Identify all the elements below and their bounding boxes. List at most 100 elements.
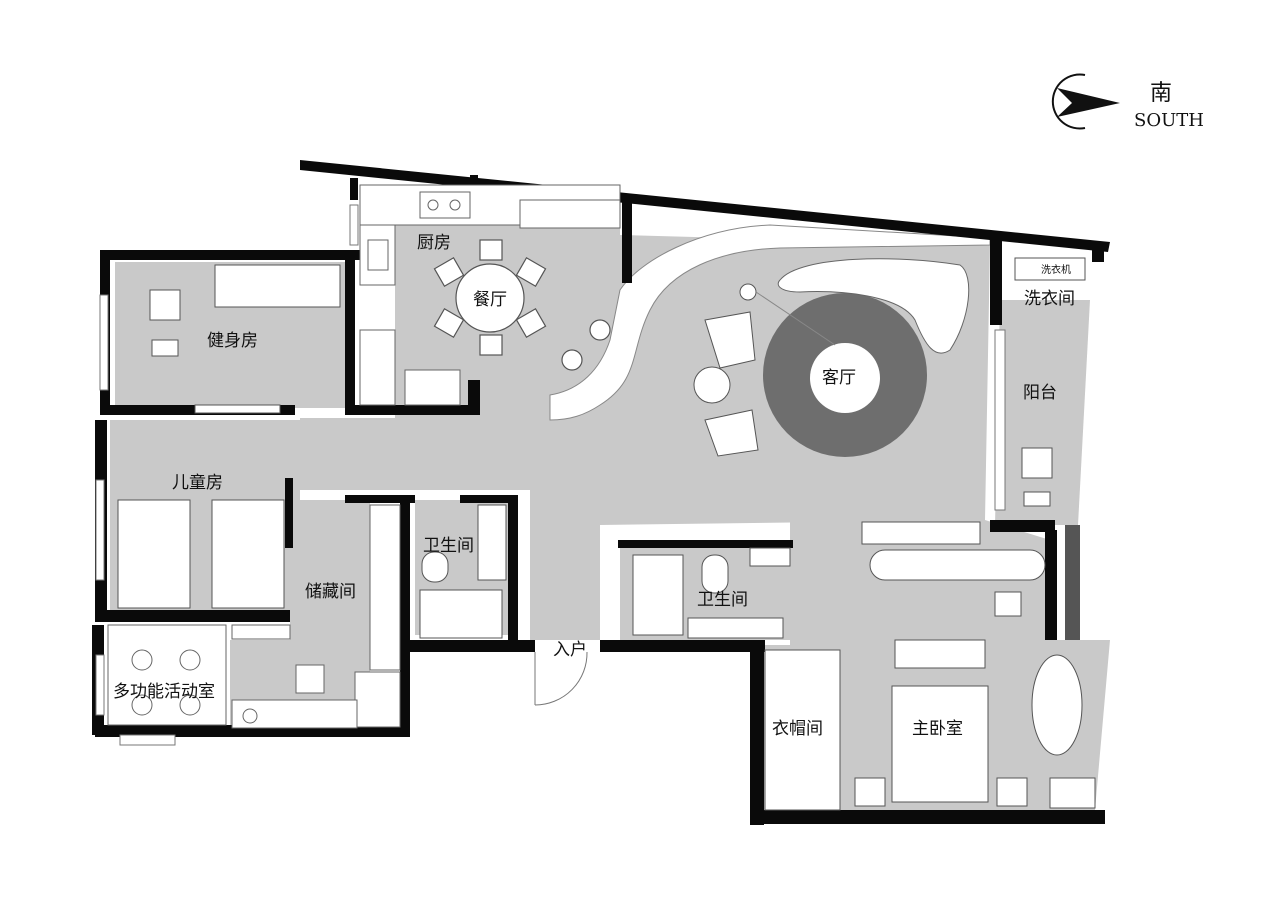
label-laundry: 洗衣间 — [1024, 289, 1075, 309]
master-cabinet — [1049, 777, 1096, 809]
dining-chair-icon — [515, 308, 547, 338]
side-table-icon — [994, 591, 1022, 617]
bathtub-icon — [1031, 654, 1083, 756]
gym-equipment — [149, 264, 341, 414]
wall-kitchen-stub — [468, 380, 480, 415]
compass: 南 SOUTH — [1051, 73, 1204, 131]
chair-icon — [242, 708, 258, 724]
walls — [92, 160, 1110, 825]
storage-furniture — [107, 504, 401, 729]
wall-laundry-left — [990, 240, 1002, 325]
storage-cabinet — [354, 671, 401, 728]
wall-bath1-top — [460, 495, 515, 503]
exercise-bike-icon — [1021, 447, 1053, 479]
multi-shelf — [231, 624, 291, 640]
compass-direction-en: SOUTH — [1134, 110, 1204, 131]
balcony-floor — [995, 300, 1090, 525]
entry-door — [534, 651, 588, 706]
fridge-icon — [404, 369, 461, 406]
label-living: 客厅 — [822, 368, 856, 388]
exercise-bike-icon — [149, 289, 181, 321]
label-kids-room: 儿童房 — [172, 473, 223, 493]
stool-icon — [561, 349, 583, 371]
compass-arc — [1051, 73, 1086, 130]
bathroom-1-fixtures — [419, 504, 507, 639]
stool-icon — [589, 319, 611, 341]
wall-gym-right — [345, 250, 355, 410]
windows — [95, 204, 1006, 746]
wardrobe — [764, 649, 841, 811]
living-furniture — [693, 258, 970, 457]
wall-kitchen-left-top — [350, 178, 358, 200]
coffee-table — [810, 343, 880, 413]
storage-shelf — [369, 504, 401, 671]
kids-bed-1 — [117, 499, 191, 609]
wall-kids-right — [285, 478, 293, 548]
master-shelf — [861, 521, 981, 545]
wall-cloak-left — [750, 640, 764, 825]
kids-furniture — [117, 499, 285, 609]
wall-top — [300, 160, 1110, 252]
wall-bath1-right — [508, 495, 518, 645]
chair-icon — [295, 664, 325, 694]
gym-shelf — [194, 404, 281, 414]
master-bed — [891, 685, 989, 803]
wall-kids-bottom — [95, 610, 290, 622]
kids-bed-2 — [211, 499, 285, 609]
kitchen-cabinet — [519, 199, 621, 229]
window-kids — [95, 479, 105, 581]
exercise-bike-pedal — [151, 339, 179, 357]
shower-icon — [632, 554, 684, 636]
wall-storage-right — [400, 495, 410, 735]
label-master-bedroom: 主卧室 — [912, 719, 963, 739]
label-washer: 洗衣机 — [1041, 263, 1071, 276]
label-entry: 入户 — [553, 640, 587, 660]
label-bathroom-1: 卫生间 — [423, 536, 474, 556]
gym-bench — [214, 264, 341, 308]
master-furniture — [764, 521, 1096, 811]
stool-icon — [179, 694, 201, 716]
balcony-fixtures — [1014, 257, 1086, 507]
armchair-icon — [704, 409, 759, 457]
stool-icon — [131, 694, 153, 716]
label-cloakroom: 衣帽间 — [772, 719, 823, 739]
dining-set — [433, 239, 611, 371]
wall-storage-top — [345, 495, 415, 503]
label-bathroom-2: 卫生间 — [697, 590, 748, 610]
play-area — [107, 624, 227, 726]
dining-table — [455, 263, 525, 333]
stool-icon — [179, 649, 201, 671]
wall-bath1-bottom — [410, 640, 535, 652]
label-gym: 健身房 — [207, 331, 258, 351]
wall-master-pillar — [1065, 525, 1080, 640]
wall-gym-top — [100, 250, 360, 260]
wall-laundry-corner — [1092, 250, 1104, 262]
compass-arrow-icon — [1057, 88, 1120, 117]
lamp-arm — [755, 291, 836, 346]
entry-door-swing — [534, 651, 588, 706]
wall-kitchen-divider — [622, 198, 632, 283]
dining-chair-icon — [433, 257, 465, 287]
window-multi — [95, 654, 105, 716]
sink-icon — [367, 239, 389, 271]
toilet-icon — [701, 554, 729, 594]
curved-sofa — [777, 258, 970, 354]
label-dining: 餐厅 — [473, 290, 507, 310]
toilet-icon — [421, 551, 449, 583]
curved-feature-wall — [549, 224, 991, 421]
wall-kitchen-notch — [470, 175, 478, 190]
kitchen-fixtures — [359, 184, 621, 406]
bathroom-2-fixtures — [632, 547, 791, 639]
vanity-counter — [869, 549, 1046, 581]
nightstand-icon — [996, 777, 1028, 807]
window-gym — [99, 294, 109, 391]
dining-chair-icon — [515, 257, 547, 287]
compass-direction-cn: 南 — [1150, 81, 1172, 106]
burner-icon — [427, 199, 439, 211]
armchair-icon — [704, 311, 756, 369]
window-balcony-inner — [994, 329, 1006, 511]
vanity-icon — [477, 504, 507, 581]
stool-icon — [131, 649, 153, 671]
wall-master-top — [990, 520, 1055, 532]
